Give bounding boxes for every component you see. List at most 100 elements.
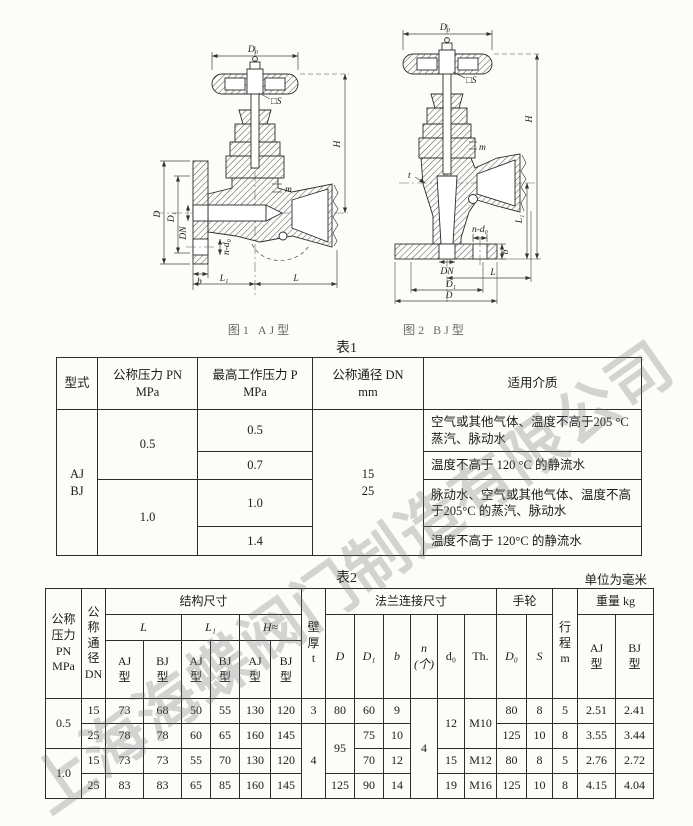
fig2-dim-t-label: t: [408, 171, 411, 181]
t1-cell-pn1: 0.5: [97, 409, 198, 480]
figure-1-aj-valve: D₀ □S H m D D₁ DN n-d₀ b L₁ L: [140, 6, 360, 311]
fig1-dim-m-label: m: [285, 185, 292, 195]
t2-header-D0: D₀: [496, 614, 528, 699]
t1-cell-dn: 15 25: [312, 409, 424, 556]
cell-d0-19: 19: [437, 773, 466, 799]
t1-cell-media1: 空气或其他气体、温度不高于205 °C蒸汽、脉动水: [423, 409, 642, 452]
cell: 120: [269, 748, 303, 774]
fig2-dim-b-label: b: [501, 249, 511, 254]
cell: 12: [383, 748, 412, 774]
t1-header-medium: 适用介质: [423, 357, 642, 410]
cell: 83: [143, 773, 182, 799]
cell: 4.04: [615, 773, 655, 799]
cell: 120: [269, 698, 303, 724]
t2-header-l1-aj: AJ 型: [181, 640, 211, 699]
table2-title: 表2: [336, 571, 357, 586]
cell: 4.15: [577, 773, 617, 799]
cell-d0-15: 15: [437, 748, 466, 774]
cell: 50: [181, 698, 211, 724]
t1-header-p: 最高工作压力 P MPa: [197, 357, 313, 410]
t2-header-d0: d₀: [437, 614, 466, 699]
fig2-dim-dn-label: DN: [439, 267, 454, 277]
fig1-dim-h-label: H: [333, 139, 343, 148]
fig1-dim-dn-label: DN: [179, 226, 189, 241]
figure-2-caption: 图2 BJ型: [403, 323, 467, 337]
t2-header-pn: 公称 压力 PN MPa: [45, 588, 82, 699]
cell-t-4: 4: [301, 723, 327, 799]
cell-D-80: 80: [325, 698, 356, 724]
cell: 130: [239, 698, 271, 724]
t1-cell-media3: 脉动水、空气或其他气体、温度不高于205°C 的蒸汽、脉动水: [423, 479, 642, 527]
aj-valve-drawing: D₀ □S H m D D₁ DN n-d₀ b L₁ L: [153, 45, 349, 296]
cell: 2.51: [577, 698, 617, 724]
t2-header-dn: 公 称 通 径 DN: [81, 588, 106, 699]
fig2-dim-d1-label: D₁: [445, 280, 456, 290]
cell-t-3: 3: [301, 698, 327, 724]
table1-title: 表1: [336, 341, 357, 356]
cell: 3.44: [615, 723, 655, 749]
cell-th-m12: M12: [464, 748, 498, 774]
cell: 55: [210, 698, 240, 724]
fig2-dim-l1-label: L₁: [515, 215, 525, 225]
cell: 8: [526, 698, 554, 724]
fig1-dim-d0-label: D₀: [247, 45, 258, 55]
cell: 83: [105, 773, 144, 799]
t2-header-t: 壁 厚 t: [301, 588, 327, 699]
cell: 160: [239, 723, 271, 749]
cell: 5: [552, 748, 579, 774]
t2-header-n: n (个): [410, 614, 439, 699]
t1-cell-p3: 1.0: [197, 479, 313, 527]
fig2-dim-h-label: H: [525, 114, 535, 123]
fig2-dim-l-label: L: [489, 268, 495, 278]
cell: 85: [210, 773, 240, 799]
cell: 2.76: [577, 748, 617, 774]
t2-header-H: H≈: [238, 614, 303, 641]
cell: 3.55: [577, 723, 617, 749]
t2-header-l-bj: BJ 型: [143, 640, 182, 699]
figure-1-caption: 图1 AJ型: [227, 323, 293, 337]
t2-header-L1: L₁: [181, 614, 240, 641]
cell: 125: [496, 773, 528, 799]
cell: 65: [181, 773, 211, 799]
t2-header-weight: 重量 kg: [577, 588, 655, 615]
cell-th-m16: M16: [464, 773, 498, 799]
t2-header-D1: D₁: [354, 614, 385, 699]
cell: 10: [526, 773, 554, 799]
t1-cell-p1: 0.5: [197, 409, 313, 452]
t1-cell-p4: 1.4: [197, 526, 313, 556]
t2-header-stroke: 行 程 m: [552, 588, 579, 699]
cell: 145: [269, 773, 303, 799]
fig1-dim-d1-label: D₁: [167, 212, 177, 223]
cell: 60: [354, 698, 385, 724]
cell: 8: [526, 748, 554, 774]
cell: 55: [181, 748, 211, 774]
t2-header-h-aj: AJ 型: [239, 640, 271, 699]
t2-header-L: L: [105, 614, 182, 641]
cell: 8: [552, 773, 579, 799]
t2-header-D: D: [325, 614, 356, 699]
cell: 9: [383, 698, 412, 724]
fig1-dim-nd0-label: n-d₀: [222, 239, 232, 255]
fig1-dim-b-label: b: [197, 277, 202, 287]
fig2-dim-d0-label: D₀: [439, 23, 450, 33]
t1-cell-type: AJ BJ: [56, 409, 98, 556]
cell: 25: [81, 773, 106, 799]
t1-cell-media4: 温度不高于 120°C 的静流水: [423, 526, 642, 556]
cell-d0-12: 12: [437, 698, 466, 749]
cell: 70: [210, 748, 240, 774]
t2-header-weight-aj: AJ 型: [577, 614, 617, 699]
t1-cell-p2: 0.7: [197, 451, 313, 480]
cell: 2.41: [615, 698, 655, 724]
cell: 15: [81, 748, 106, 774]
cell: 125: [496, 723, 528, 749]
cell: 145: [269, 723, 303, 749]
cell: 80: [496, 698, 528, 724]
cell-pn-10: 1.0: [45, 748, 82, 799]
fig1-dim-d-label: D: [153, 210, 163, 218]
table2-unit-note: 单位为毫米: [584, 573, 647, 587]
cell: 75: [354, 723, 385, 749]
table1: 型式 公称压力 PN MPa 最高工作压力 P MPa 公称通径 DN mm 适…: [56, 357, 642, 556]
t1-header-pn: 公称压力 PN MPa: [97, 357, 198, 410]
cell: 73: [105, 698, 144, 724]
